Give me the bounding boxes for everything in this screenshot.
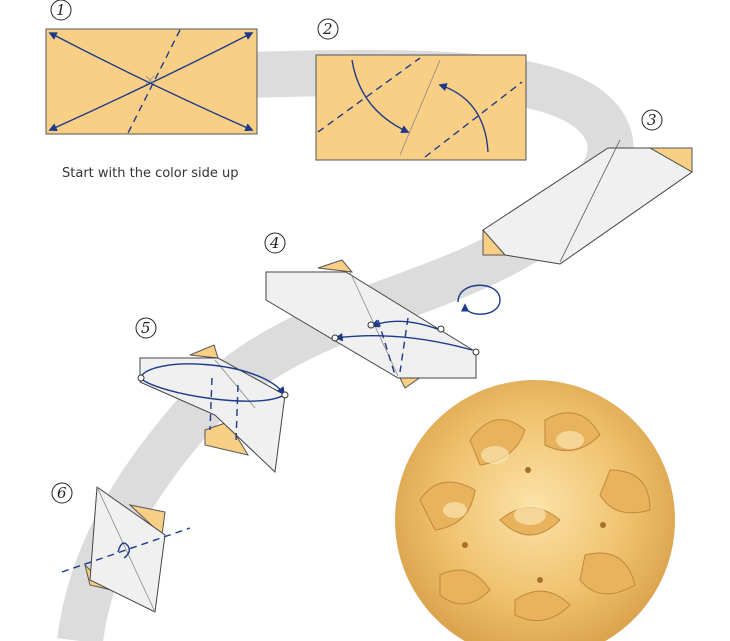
step-5-color-corner-top (189, 344, 219, 359)
fold-arrow-icon (48, 32, 254, 132)
step-2-badge (317, 18, 339, 40)
step-3: 3 (482, 109, 693, 265)
fold-arrow-return (139, 377, 285, 402)
circle-marker-icon (137, 374, 145, 382)
step-5-crease (214, 359, 256, 409)
kusudama-highlight (556, 431, 584, 449)
circle-marker-icon (331, 334, 339, 342)
step-4-number: 4 (269, 234, 280, 252)
kusudama-petal (439, 569, 491, 605)
step-1-fold-line (127, 29, 181, 134)
step-2-number: 2 (322, 20, 333, 38)
step-3-badge (641, 109, 663, 131)
kusudama-highlight (481, 446, 509, 464)
step-2: 2 (315, 18, 527, 161)
step-4-fold-line-2 (399, 317, 409, 373)
step-6-color-flap-top (128, 504, 166, 537)
step-2-paper (315, 54, 527, 161)
step-3-edge (559, 139, 621, 263)
circle-marker-icon (367, 321, 375, 329)
step-1-badge (50, 0, 72, 21)
step-1: 1 (45, 0, 258, 135)
step-5-fold-line-2 (235, 384, 239, 441)
finished-kusudama-photo (395, 380, 675, 641)
step-6: 6 (51, 482, 191, 613)
step-5-number: 5 (141, 319, 151, 337)
kusudama-petal (579, 552, 636, 595)
step-4: 4 (264, 232, 501, 389)
kusudama-center (600, 522, 606, 528)
kusudama-petal (599, 469, 651, 514)
step-5: 5 (135, 317, 289, 474)
step-5-badge (135, 317, 157, 339)
step-3-number: 3 (647, 111, 657, 129)
kusudama-center (462, 542, 468, 548)
fold-arrow-icon (351, 59, 410, 134)
step-4-badge (264, 232, 286, 254)
circle-marker-icon (437, 325, 445, 333)
fold-arrow-icon (438, 83, 489, 153)
fold-arrow-icon (370, 319, 441, 331)
kusudama-petal (514, 590, 571, 622)
kusudama-center (537, 577, 543, 583)
step-1-center-mark (145, 75, 155, 85)
step-2-fold-line-right (424, 81, 523, 158)
step-6-fold-line (61, 527, 191, 573)
kusudama-highlight (514, 505, 546, 525)
kusudama-center (525, 467, 531, 473)
fold-arrow-icon (117, 542, 131, 559)
step-6-crease (96, 486, 156, 613)
fold-arrow-icon (334, 333, 473, 351)
step-5-white-shape (139, 357, 286, 474)
step-2-fold-line-left (317, 57, 421, 133)
step-1-number: 1 (56, 1, 66, 19)
caption-text: Start with the color side up (62, 166, 238, 181)
step-5-fold-line-1 (209, 377, 213, 431)
step-6-number: 6 (57, 484, 67, 502)
step-4-color-corner-top (317, 259, 354, 273)
circle-marker-icon (472, 348, 480, 356)
fold-arrow-icon (139, 363, 285, 396)
step-6-badge (51, 482, 73, 504)
step-2-crease (399, 59, 441, 156)
turn-over-icon (457, 284, 501, 315)
kusudama-highlight (443, 502, 467, 518)
step-5-color-flap-bottom (204, 421, 250, 456)
circle-marker-icon (281, 391, 289, 399)
step-4-fold-line-1 (377, 319, 396, 376)
